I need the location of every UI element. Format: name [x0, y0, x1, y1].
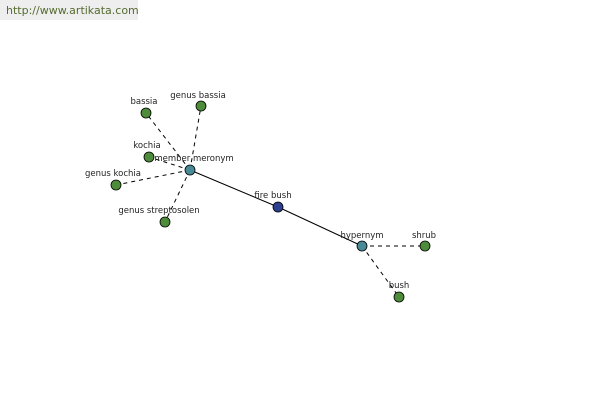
node-bassia[interactable]: bassia	[130, 97, 158, 119]
edge-hypernym-to-bush	[361, 245, 400, 298]
node-label-bush: bush	[389, 281, 410, 291]
node-hypernym[interactable]: hypernym	[340, 231, 384, 252]
node-label-kochia: kochia	[133, 141, 160, 151]
node-circle-member-meronym[interactable]	[184, 164, 196, 176]
node-circle-genus-kochia[interactable]	[110, 179, 122, 191]
node-genus-bassia[interactable]: genus bassia	[170, 91, 226, 112]
node-shrub[interactable]: shrub	[412, 231, 436, 252]
node-label-hypernym: hypernym	[340, 231, 383, 241]
node-label-genus-streptosolen: genus streptosolen	[118, 206, 199, 216]
graph-nodes: fire bush member meronym hypernym bassia gen…	[85, 91, 436, 303]
node-circle-hypernym[interactable]	[356, 240, 368, 252]
node-label-member-meronym: member meronym	[154, 154, 233, 164]
edge-member-meronym-to-genus-bassia	[189, 105, 202, 171]
node-circle-fire-bush[interactable]	[272, 201, 284, 213]
node-label-bassia: bassia	[130, 97, 157, 107]
node-label-genus-bassia: genus bassia	[170, 91, 226, 101]
node-bush[interactable]: bush	[389, 281, 410, 303]
node-circle-kochia[interactable]	[143, 151, 155, 163]
node-fire-bush[interactable]: fire bush	[254, 191, 292, 213]
node-circle-bush[interactable]	[393, 291, 405, 303]
node-circle-genus-streptosolen[interactable]	[159, 216, 171, 228]
node-circle-bassia[interactable]	[140, 107, 152, 119]
node-label-fire-bush: fire bush	[254, 191, 291, 201]
watermark: http://www.artikata.com	[0, 0, 139, 20]
node-member-meronym[interactable]: member meronym	[154, 154, 234, 176]
watermark-link[interactable]: http://www.artikata.com	[6, 4, 139, 17]
graph-edges	[115, 105, 425, 298]
node-label-shrub: shrub	[412, 231, 436, 241]
edge-fire-bush-to-hypernym	[277, 206, 363, 247]
edge-member-meronym-to-fire-bush	[189, 169, 279, 208]
node-circle-genus-bassia[interactable]	[195, 100, 207, 112]
edge-member-meronym-to-kochia	[148, 156, 191, 171]
node-kochia[interactable]: kochia	[133, 141, 161, 163]
node-genus-kochia[interactable]: genus kochia	[85, 169, 141, 191]
edge-member-meronym-to-genus-streptosolen	[164, 169, 191, 223]
node-genus-streptosolen[interactable]: genus streptosolen	[118, 206, 200, 228]
node-circle-shrub[interactable]	[419, 240, 431, 252]
node-label-genus-kochia: genus kochia	[85, 169, 141, 179]
